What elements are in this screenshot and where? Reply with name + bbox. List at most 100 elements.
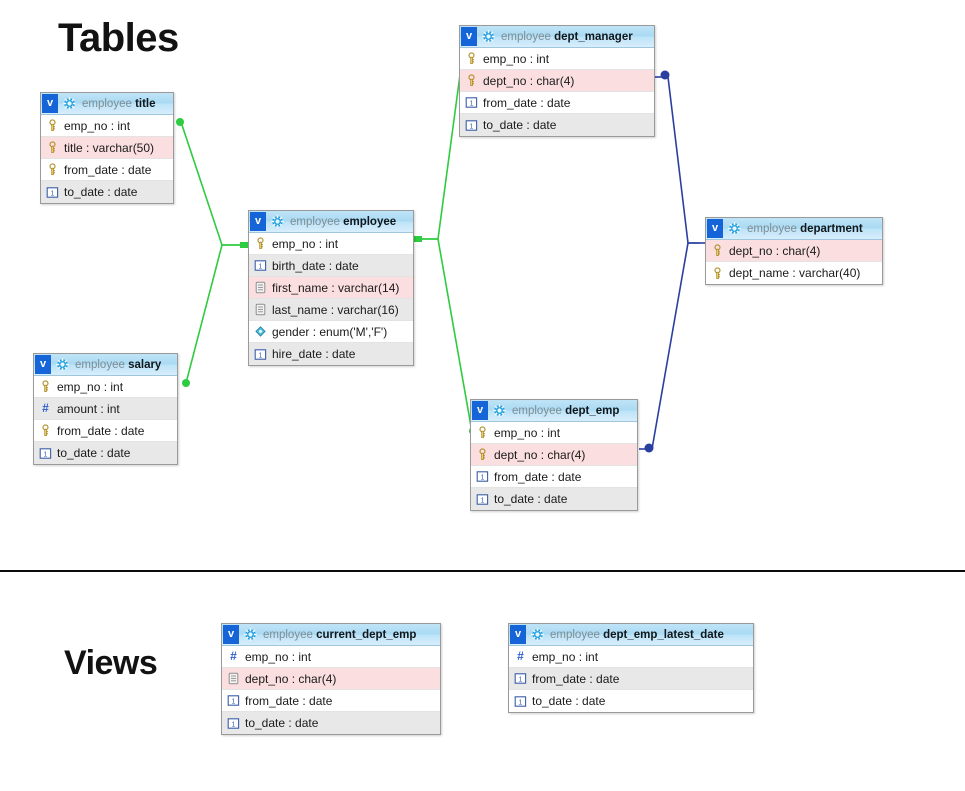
entity-column-row[interactable]: dept_no : char(4): [706, 240, 882, 262]
key-icon: [476, 448, 489, 461]
date-icon: 1: [476, 493, 489, 506]
column-label: from_date : date: [483, 95, 571, 110]
entity-column-row[interactable]: 1 from_date : date: [509, 668, 753, 690]
entity-department[interactable]: v employee department dept_no : char(4) dep…: [705, 217, 883, 285]
view-badge-icon: v: [707, 219, 723, 238]
relation-endpoint-salary: [182, 379, 190, 387]
entity-column-row[interactable]: 1 from_date : date: [460, 92, 654, 114]
entity-column-row[interactable]: from_date : date: [41, 159, 173, 181]
entity-column-row[interactable]: dept_no : char(4): [460, 70, 654, 92]
text-icon: [254, 281, 267, 294]
column-label: emp_no : int: [245, 649, 312, 664]
entity-column-row[interactable]: from_date : date: [34, 420, 177, 442]
svg-text:1: 1: [480, 497, 484, 504]
column-label: dept_no : char(4): [729, 243, 821, 258]
column-label: from_date : date: [57, 423, 145, 438]
relation-stub-employee-left: [414, 236, 422, 242]
column-label: gender : enum('M','F'): [272, 324, 388, 339]
entity-title-current_dept_emp: employee current_dept_emp: [263, 629, 416, 641]
svg-text:1: 1: [469, 100, 473, 107]
entity-column-row[interactable]: first_name : varchar(14): [249, 277, 413, 299]
entity-column-row[interactable]: title : varchar(50): [41, 137, 173, 159]
gear-icon: [243, 627, 258, 642]
entity-header-department[interactable]: v employee department: [706, 218, 882, 240]
entity-column-row[interactable]: emp_no : int: [471, 422, 637, 444]
entity-column-row[interactable]: dept_no : char(4): [222, 668, 440, 690]
section-divider: [0, 570, 965, 572]
entity-name-label: department: [800, 222, 863, 235]
entity-column-row[interactable]: #emp_no : int: [509, 646, 753, 668]
number-icon: #: [514, 650, 527, 663]
column-label: last_name : varchar(16): [272, 302, 399, 317]
date-icon: 1: [514, 695, 527, 708]
column-label: dept_no : char(4): [483, 73, 575, 88]
entity-title-department: employee department: [747, 223, 863, 235]
entity-column-row[interactable]: 1 to_date : date: [41, 181, 173, 203]
svg-text:#: #: [230, 650, 237, 663]
svg-text:1: 1: [469, 123, 473, 130]
entity-schema-label: employee: [75, 358, 125, 371]
gear-icon: [62, 96, 77, 111]
entity-name-label: dept_emp: [565, 404, 620, 417]
enum-icon: [254, 325, 267, 338]
section-heading-tables: Tables: [58, 16, 179, 60]
date-icon: 1: [514, 672, 527, 685]
relation-endpoint-dept_manager-blue: [660, 70, 670, 80]
entity-column-row[interactable]: last_name : varchar(16): [249, 299, 413, 321]
entity-column-row[interactable]: emp_no : int: [460, 48, 654, 70]
text-icon: [227, 672, 240, 685]
view-badge-icon: v: [250, 212, 266, 231]
entity-title-dept_manager: employee dept_manager: [501, 31, 633, 43]
date-icon: 1: [46, 186, 59, 199]
column-label: dept_no : char(4): [494, 447, 586, 462]
column-label: to_date : date: [64, 185, 138, 199]
entity-column-row[interactable]: dept_no : char(4): [471, 444, 637, 466]
number-icon: #: [39, 402, 52, 415]
entity-column-row[interactable]: emp_no : int: [34, 376, 177, 398]
entity-column-row[interactable]: dept_name : varchar(40): [706, 262, 882, 284]
entity-column-row[interactable]: #amount : int: [34, 398, 177, 420]
key-icon: [711, 266, 724, 280]
entity-column-row[interactable]: emp_no : int: [41, 115, 173, 137]
entity-column-row[interactable]: # emp_no : int: [222, 646, 440, 668]
entity-name-label: current_dept_emp: [316, 628, 417, 641]
relation-employee-dept_manager: [414, 59, 463, 240]
entity-column-row[interactable]: gender : enum('M','F'): [249, 321, 413, 343]
entity-title-dept_emp: employee dept_emp: [512, 405, 619, 417]
entity-column-row[interactable]: emp_no : int: [249, 233, 413, 255]
date-icon: 1: [465, 96, 478, 109]
column-label: from_date : date: [494, 469, 582, 484]
key-icon: [46, 141, 59, 154]
svg-text:#: #: [42, 402, 49, 415]
key-icon: [39, 424, 52, 437]
column-label: birth_date : date: [272, 258, 359, 273]
column-label: emp_no : int: [483, 51, 550, 66]
entity-name-label: title: [135, 97, 156, 110]
column-label: from_date : date: [532, 671, 620, 686]
svg-text:1: 1: [518, 699, 522, 706]
